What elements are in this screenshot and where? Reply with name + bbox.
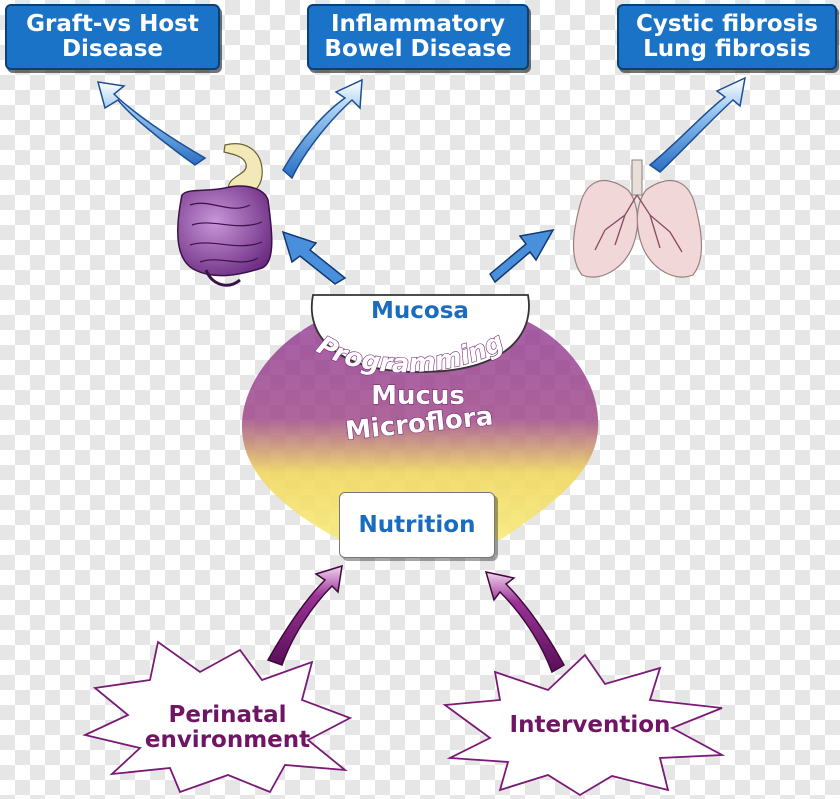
arrow-to-cf	[648, 76, 746, 173]
intervention-star	[442, 653, 726, 797]
cf-box: Cystic fibrosis Lung fibrosis	[617, 4, 837, 70]
arrow-to-ibd	[282, 78, 363, 180]
cf-line-1: Cystic fibrosis	[635, 11, 818, 37]
mucus-label: Mucus	[371, 381, 465, 411]
perinatal-star	[82, 640, 353, 794]
perinatal-line-1: Perinatal	[168, 702, 287, 728]
nutrition-box: Nutrition	[339, 492, 495, 558]
perinatal-label: Perinatal environment	[125, 703, 330, 753]
arrow-to-gvhd	[96, 81, 207, 166]
gvhd-line-2: Disease	[61, 36, 164, 62]
mucosa-label: Mucosa	[371, 298, 469, 324]
cf-line-2: Lung fibrosis	[643, 36, 811, 62]
arrow-mucosa-to-lungs	[489, 228, 555, 284]
ibd-box: Inflammatory Bowel Disease	[307, 4, 529, 70]
ibd-line-2: Bowel Disease	[324, 36, 512, 62]
arrow-intervention-to-nutrition	[484, 571, 566, 674]
arrow-mucosa-to-intestine	[281, 230, 347, 285]
intervention-text: Intervention	[509, 712, 671, 738]
mucosa-cap	[310, 294, 530, 373]
perinatal-line-2: environment	[144, 727, 311, 753]
lungs-icon	[572, 159, 703, 278]
intestine-icon	[177, 143, 273, 287]
ibd-line-1: Inflammatory	[330, 11, 506, 37]
nutrition-label: Nutrition	[358, 512, 476, 538]
gvhd-line-1: Graft-vs Host	[26, 11, 199, 37]
mucus-microflora-blob	[241, 318, 599, 540]
arrow-perinatal-to-nutrition	[266, 564, 343, 666]
gvhd-box: Graft-vs Host Disease	[5, 4, 220, 70]
intervention-label: Intervention	[490, 713, 690, 738]
